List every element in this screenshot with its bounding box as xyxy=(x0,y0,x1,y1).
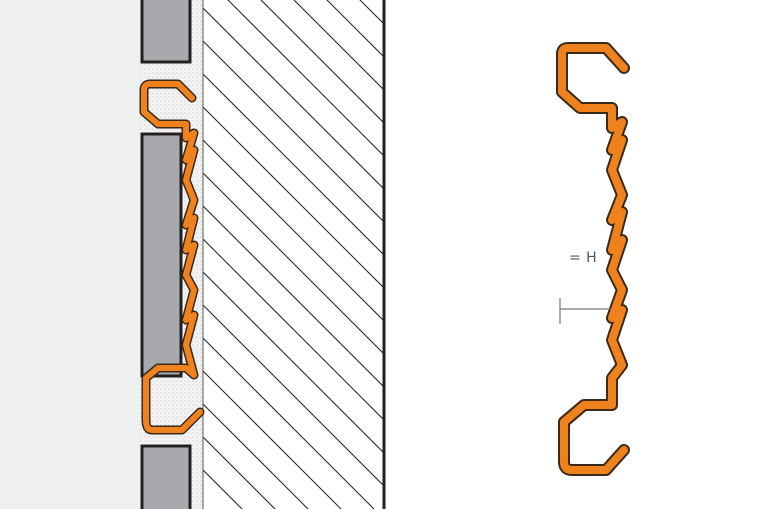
profile-standalone xyxy=(556,42,630,476)
dimension-marker xyxy=(559,298,610,324)
profile-installed xyxy=(139,79,205,435)
tile-middle xyxy=(140,132,183,378)
wall-surface xyxy=(0,0,140,509)
substrate-hatched xyxy=(202,0,386,509)
tile-bottom xyxy=(140,444,192,509)
tiles xyxy=(140,0,192,509)
dimension-label: = H xyxy=(569,250,598,266)
tile-top xyxy=(140,0,192,64)
